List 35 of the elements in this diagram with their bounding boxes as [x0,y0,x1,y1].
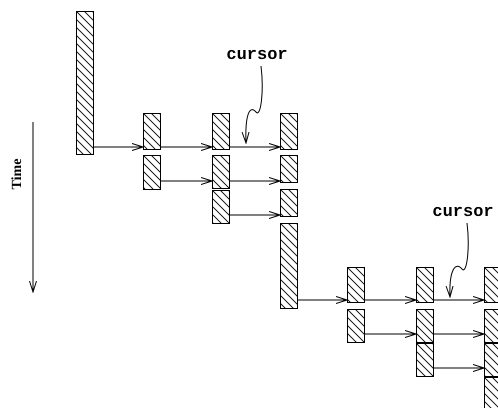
hatched-bar [76,11,94,155]
leader-line [242,66,263,144]
arrow [160,143,212,151]
hatched-bar [416,267,434,303]
arrow [364,330,416,338]
arrow [94,143,144,151]
arrow [434,330,484,338]
arrow [298,296,348,304]
arrow [230,177,280,185]
hatched-bar [280,189,298,217]
axis-label: Time [11,158,25,192]
hatched-bar [484,267,498,303]
hatched-bar [212,190,230,224]
callout-text: cursor [226,46,288,64]
hatched-bar [212,113,230,150]
hatched-bar [416,309,434,343]
hatched-bar [347,309,365,343]
hatched-bar [143,113,161,150]
leader-line [446,222,469,298]
hatched-bar [212,155,230,189]
hatched-bar [347,267,365,303]
arrow [434,364,484,372]
callout-text: cursor [432,204,494,220]
hatched-bar [484,343,498,377]
hatched-bar [484,309,498,343]
hatched-bar [280,155,298,183]
hatched-bar [416,343,434,377]
hatched-bar [280,113,298,150]
arrow [434,296,484,304]
hatched-bar [280,223,298,309]
arrow [364,296,416,304]
arrow [230,211,280,219]
arrow [160,177,212,185]
arrow [230,143,280,151]
hatched-bar [143,155,161,190]
